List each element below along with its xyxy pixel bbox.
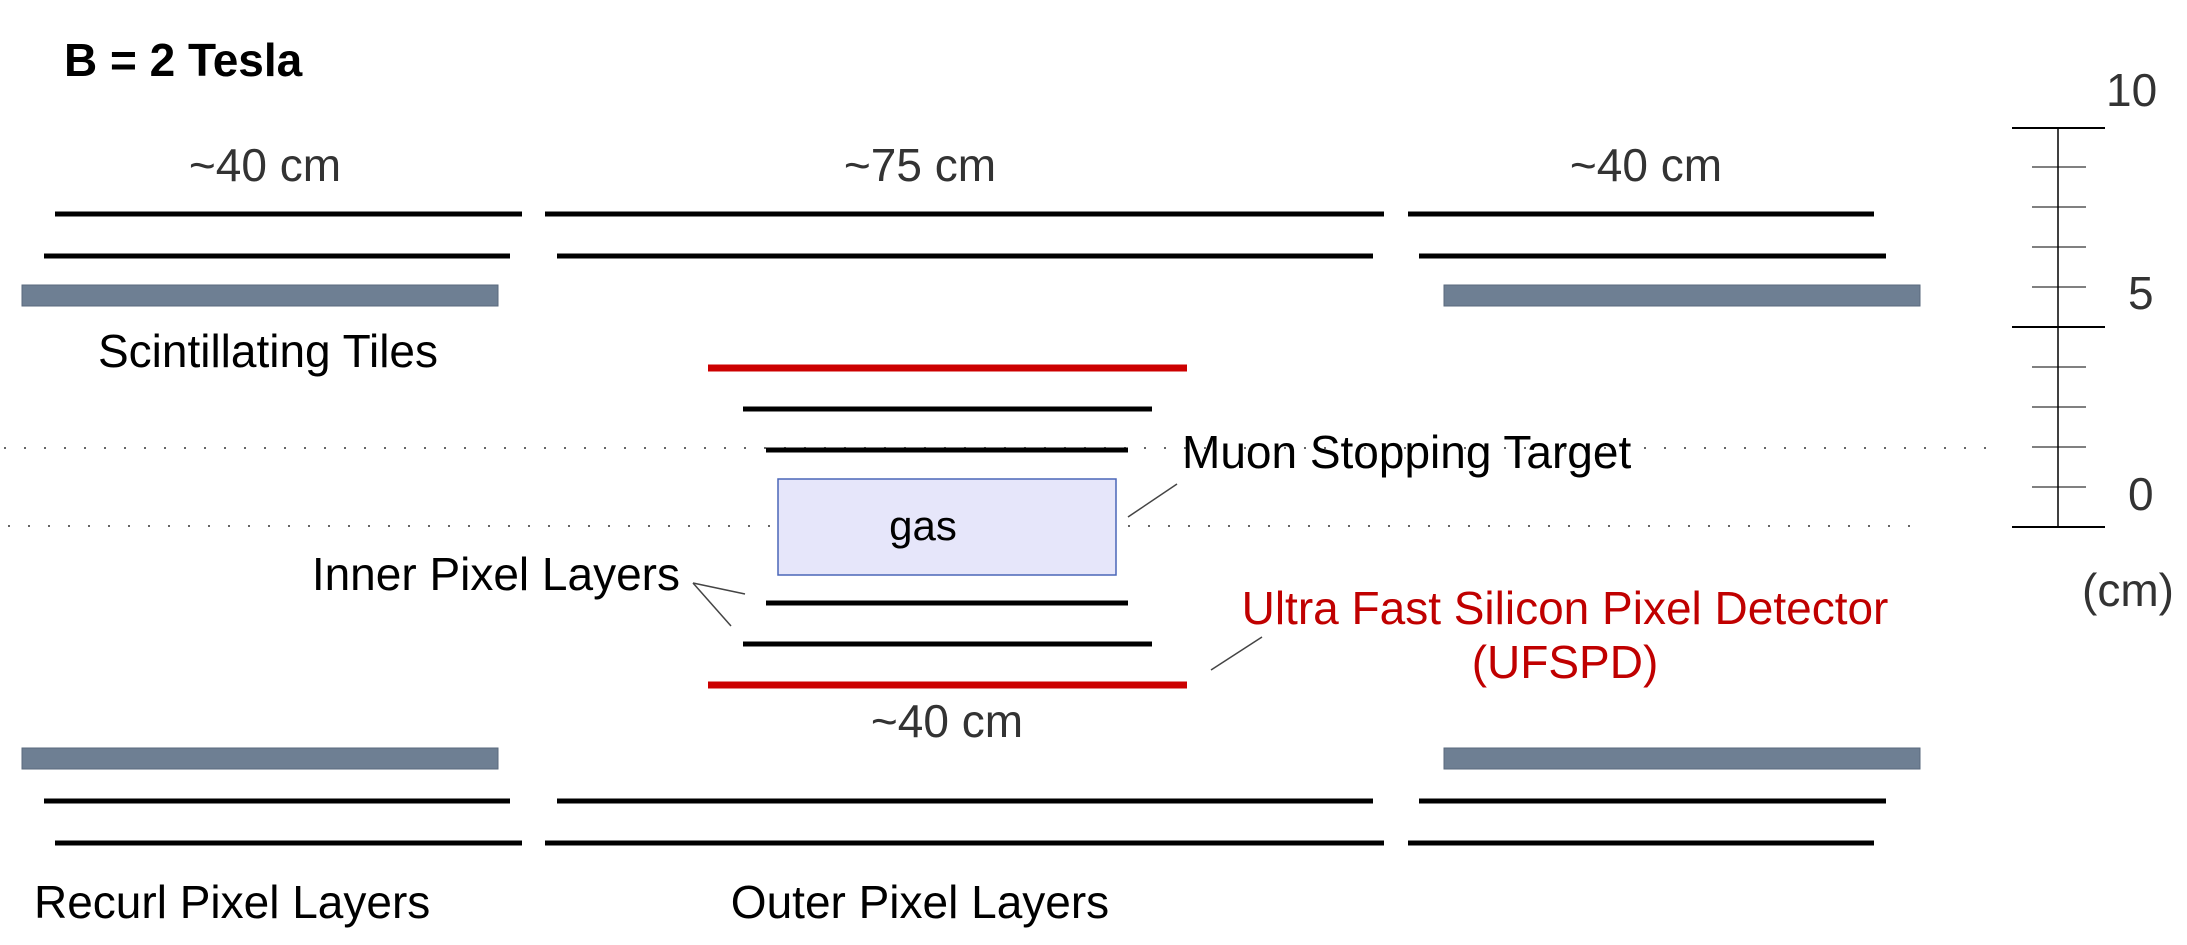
label-ufspd-line2: (UFSPD) [1472, 636, 1659, 688]
dimension-left: ~40 cm [189, 139, 341, 191]
leader-inner-pixel-1 [692, 582, 746, 595]
target-gas-volume [777, 478, 1117, 576]
label-ufspd-line1: Ultra Fast Silicon Pixel Detector [1242, 582, 1889, 634]
label-outer-pixel-layers: Outer Pixel Layers [731, 876, 1109, 928]
leader-ufspd [1210, 636, 1263, 671]
dimension-inner: ~40 cm [871, 695, 1023, 747]
leader-muon-stopping-target [1127, 483, 1178, 518]
scale-label-5: 5 [2128, 267, 2154, 319]
leader-inner-pixel-2 [692, 582, 732, 627]
label-scintillating-tiles: Scintillating Tiles [98, 325, 438, 377]
dimension-center: ~75 cm [844, 139, 996, 191]
bottom-tile-left [21, 747, 499, 770]
top-tile-left [21, 284, 499, 307]
top-tile-right [1443, 284, 1921, 307]
scale-bar [2012, 127, 2105, 528]
top-pixel-layers [44, 211, 1886, 259]
scale-unit: (cm) [2082, 564, 2174, 616]
label-gas: gas [889, 502, 957, 549]
dimension-right: ~40 cm [1570, 139, 1722, 191]
field-title: B = 2 Tesla [64, 34, 303, 86]
bottom-tile-right [1443, 747, 1921, 770]
scale-label-0: 0 [2128, 468, 2154, 520]
scale-label-10: 10 [2106, 64, 2157, 116]
label-muon-stopping-target: Muon Stopping Target [1182, 426, 1631, 478]
label-inner-pixel-layers: Inner Pixel Layers [312, 548, 680, 600]
bottom-pixel-layers [44, 798, 1886, 846]
label-recurl-pixel-layers: Recurl Pixel Layers [34, 876, 430, 928]
